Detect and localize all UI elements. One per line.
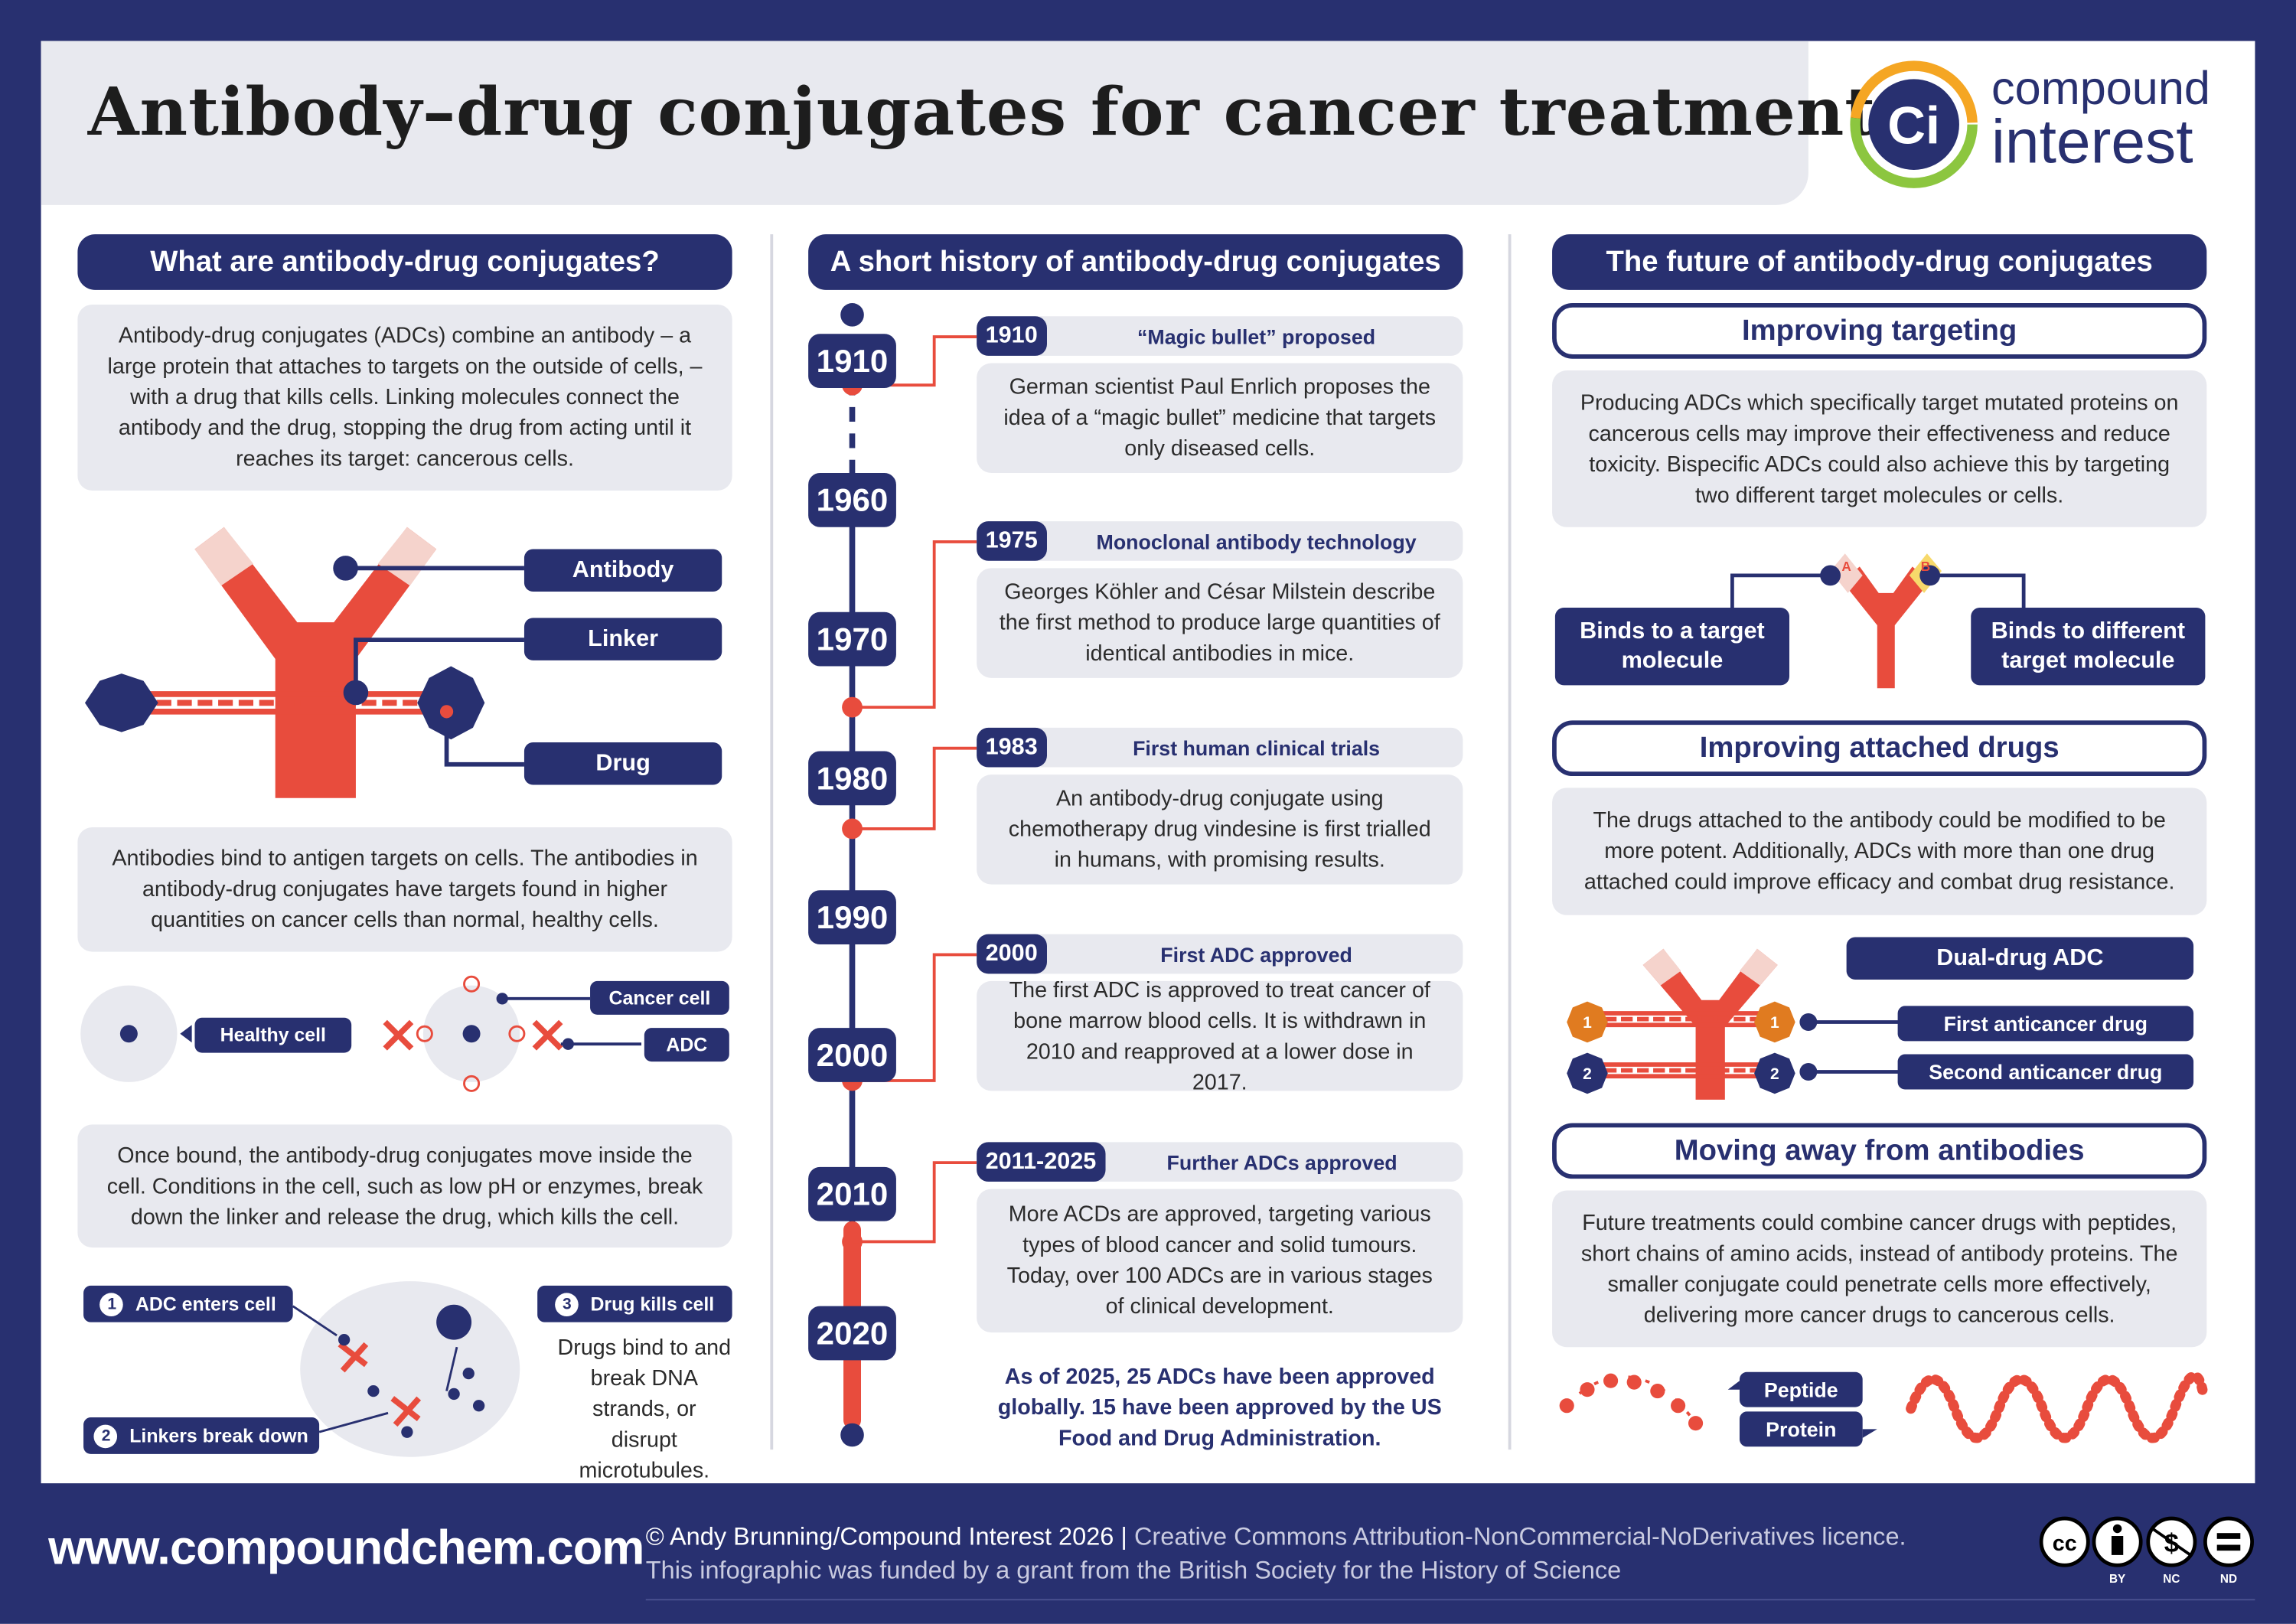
peptide-text: Future treatments could combine cancer d… [1552,1190,2207,1348]
label-adc: ADC [644,1028,729,1062]
svg-text:2: 2 [1770,1065,1779,1083]
event-text: The first ADC is approved to treat cance… [977,977,1463,1094]
page-title: Antibody–drug conjugates for cancer trea… [87,73,1876,152]
svg-text:Ci: Ci [1887,96,1940,155]
targeting-text: Producing ADCs which specifically target… [1552,370,2207,527]
copyright-line: © Andy Brunning/Compound Interest 2026 |… [645,1522,1906,1551]
label-linker: Linker [523,618,722,660]
label-healthy-cell: Healthy cell [194,1017,352,1053]
label-antibody: Antibody [523,549,722,592]
approval-summary: As of 2025, 25 ADCs have been approved g… [997,1365,1442,1452]
svg-text:1: 1 [1770,1014,1779,1032]
cc-icon [2039,1516,2090,1567]
compound-interest-logo: Ci compound interest [1848,59,2229,194]
event-text: German scientist Paul Enrlich proposes t… [977,363,1463,473]
label-binds-different-target: Binds to different target molecule [1971,608,2206,686]
cell-binding-diagram [80,975,642,1092]
protein-chain-icon [1906,1371,2210,1443]
footer-divider [645,1599,2255,1601]
peptide-protein-diagram [1559,1371,2210,1443]
svg-text:1: 1 [1583,1014,1592,1032]
title-bar [41,41,1808,205]
dual-drug-adc-diagram: 1 1 2 2 [1567,948,1904,1100]
year-badge: 2010 [808,1166,896,1221]
internalization-text: Once bound, the antibody-drug conjugates… [77,1124,732,1248]
adc-icon [383,1019,563,1051]
label-binds-target: Binds to a target molecule [1554,608,1790,686]
label-cancer-cell: Cancer cell [590,980,729,1015]
label-peptide: Peptide [1739,1371,1863,1407]
nd-icon [2203,1516,2255,1567]
label-first-anticancer-drug: First anticancer drug [1897,1006,2194,1042]
cc-license-icons: cc $ BY NC ND [2039,1516,2255,1586]
column-divider [770,234,774,1450]
second-drug-icon [1567,1052,1795,1094]
website-link[interactable]: www.compoundchem.com [48,1519,644,1574]
intro-text: Antibody-drug conjugates (ADCs) combine … [77,304,732,491]
year-badge: 2000 [808,1028,896,1082]
event-text: An antibody-drug conjugate using chemoth… [977,774,1463,885]
label-protein: Protein [1739,1411,1863,1447]
logo-text-interest: interest [1991,106,2193,176]
target-icon [416,975,526,1092]
year-badge: 1970 [808,611,896,667]
section-header-future: The future of antibody-drug conjugates [1552,234,2207,290]
svg-text:NC: NC [2163,1573,2180,1586]
subheader-improving-drugs: Improving attached drugs [1552,720,2207,777]
bispecific-adc-diagram: A B [1730,553,2026,689]
svg-text:$: $ [2164,1529,2179,1558]
timeline-connectors [852,335,977,1244]
label-drug: Drug [523,742,722,785]
year-badge: 1990 [808,890,896,945]
event-header: 1910“Magic bullet” proposed [977,316,1463,356]
label-second-anticancer-drug: Second anticancer drug [1897,1054,2194,1090]
year-badge: 1910 [808,334,896,389]
nucleus-icon [436,1304,472,1340]
year-badge: 1960 [808,472,896,527]
label-dual-drug-adc: Dual-drug ADC [1846,937,2194,980]
logo-mark-icon: Ci [1850,60,1978,188]
subheader-improving-targeting: Improving targeting [1552,303,2207,359]
drug-action-text: Drugs bind to and break DNA strands, or … [557,1335,732,1484]
year-badge: 1980 [808,751,896,806]
antigen-a-label: A [1841,559,1851,574]
section-header-history: A short history of antibody-drug conjuga… [808,234,1463,290]
antibody-icon [194,527,437,798]
binding-text: Antibodies bind to antigen targets on ce… [77,827,732,952]
year-badge: 2020 [808,1306,896,1361]
connector-lines [333,556,524,767]
antigen-b-label: B [1921,559,1930,574]
svg-text:cc: cc [2053,1531,2077,1556]
first-drug-icon [1567,1001,1795,1043]
subheader-moving-away: Moving away from antibodies [1552,1123,2207,1179]
logo-text-compound: compound [1991,61,2210,115]
column-divider [1508,234,1512,1450]
cell-internalization-diagram [292,1281,520,1457]
svg-text:ND: ND [2220,1573,2237,1586]
svg-text:BY: BY [2109,1573,2125,1586]
section-header-what-are-adcs: What are antibody-drug conjugates? [77,234,732,290]
svg-text:2: 2 [1583,1065,1592,1083]
adc-structure-diagram [84,527,524,798]
linker-chain-icon [135,691,458,715]
event-text: More ACDs are approved, targeting variou… [977,1189,1463,1333]
drug-left-icon [84,673,158,732]
event-text: Georges Köhler and César Milstein descri… [977,568,1463,678]
funding-line: This infographic was funded by a grant f… [645,1556,1622,1585]
drugs-text: The drugs attached to the antibody could… [1552,788,2207,915]
